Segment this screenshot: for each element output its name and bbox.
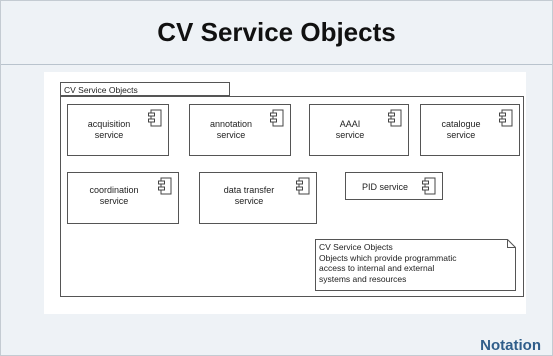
component-label-line: acquisition [87,119,131,129]
component-label-line: PID service [361,182,408,192]
header-divider [1,64,552,65]
note-line: systems and resources [319,273,407,284]
component-icon [148,109,162,127]
component-label-line: catalogue [441,119,481,129]
note-line: CV Service Objects [319,242,393,252]
component-icon [158,177,172,195]
component-icon [296,177,310,195]
component-coordination-service[interactable]: coordination service [67,172,179,224]
note-line: access to internal and external [319,263,435,273]
note-shape [315,239,516,291]
page-header: CV Service Objects [1,1,552,64]
uml-note: CV Service Objects Objects which provide… [315,239,516,291]
package-name: CV Service Objects [64,85,138,95]
component-label-line: service [335,130,365,140]
notation-link[interactable]: Notation [480,337,541,354]
component-catalogue-service[interactable]: catalogue service [420,104,520,156]
component-icon [270,109,284,127]
component-label-line: service [99,196,129,206]
component-icon [499,109,513,127]
component-icon [388,109,402,127]
component-label-line: service [216,130,246,140]
note-line: Objects which provide programmatic [319,252,457,263]
package-tab: CV Service Objects [60,82,230,96]
component-label-line: service [446,130,476,140]
component-label-line: coordination [89,185,139,195]
component-acquisition-service[interactable]: acquisition service [67,104,169,156]
page-title: CV Service Objects [157,17,396,47]
component-data-transfer-service[interactable]: data transfer service [199,172,317,224]
component-icon [422,177,436,195]
component-annotation-service[interactable]: annotation service [189,104,291,156]
component-label-line: data transfer [223,185,275,195]
component-label-line: AAAI [339,119,361,129]
component-pid-service[interactable]: PID service [345,172,443,200]
component-aaai-service[interactable]: AAAI service [309,104,409,156]
component-label-line: annotation [209,119,253,129]
component-label-line: service [94,130,124,140]
component-label-line: service [234,196,264,206]
